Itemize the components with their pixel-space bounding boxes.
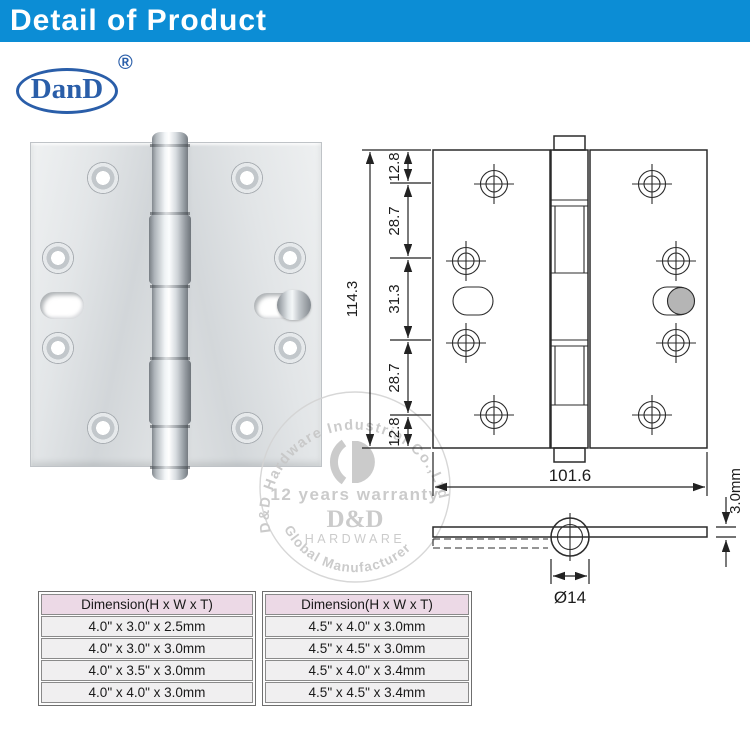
dim-overall-height: 114.3 bbox=[344, 281, 361, 317]
security-stud bbox=[277, 290, 311, 320]
hinge-knuckle bbox=[149, 359, 191, 425]
logo-text: DanD bbox=[30, 73, 104, 105]
knuckle-line bbox=[150, 285, 190, 288]
side-view: Ø14 3.0mm bbox=[432, 468, 744, 607]
hinge-product-photo bbox=[30, 132, 322, 480]
table-row: 4.5" x 4.0" x 3.0mm bbox=[265, 616, 469, 637]
table-row: 4.0" x 3.0" x 2.5mm bbox=[41, 616, 253, 637]
knuckle-line bbox=[150, 357, 190, 360]
vertical-dimensions: 12.8 28.7 31.3 28.7 12.8 114.3 bbox=[344, 149, 431, 449]
watermark-stamp: D&D Hardware Industrial Co.,Ltd Global M… bbox=[257, 391, 451, 583]
width-dimension: 101.6 bbox=[432, 452, 708, 496]
screw-hole bbox=[274, 332, 306, 364]
registered-trademark-icon: ® bbox=[118, 52, 133, 74]
logo-ellipse: DanD bbox=[16, 68, 118, 114]
knuckle-line bbox=[150, 425, 190, 428]
stamp-warranty: 12 years warranty bbox=[270, 485, 439, 504]
screw-hole bbox=[231, 162, 263, 194]
screw-hole bbox=[87, 162, 119, 194]
pin-diameter-dimension: Ø14 bbox=[550, 559, 590, 607]
knuckle-line bbox=[150, 144, 190, 147]
dim-28.7-lower: 28.7 bbox=[386, 363, 403, 392]
table-header: Dimension(H x W x T) bbox=[265, 594, 469, 615]
screw-hole bbox=[274, 242, 306, 274]
hinge-knuckle bbox=[149, 214, 191, 285]
stamp-brand: D&D bbox=[327, 506, 384, 533]
dnd-logo-icon bbox=[329, 439, 375, 485]
screw-hole bbox=[42, 242, 74, 274]
knuckle-line bbox=[150, 212, 190, 215]
brand-logo: DanD ® bbox=[16, 52, 146, 122]
banner-title: Detail of Product bbox=[10, 4, 268, 37]
stamp-brand-sub: HARDWARE bbox=[305, 532, 405, 546]
screw-hole-symbols bbox=[445, 163, 697, 436]
thickness-dimension: 3.0mm bbox=[716, 468, 744, 567]
screw-hole bbox=[231, 412, 263, 444]
table-row: 4.0" x 4.0" x 3.0mm bbox=[41, 682, 253, 703]
page-banner: Detail of Product bbox=[0, 0, 750, 42]
dashed-leaf bbox=[432, 538, 548, 549]
dim-31.3-middle: 31.3 bbox=[386, 284, 403, 313]
table-header: Dimension(H x W x T) bbox=[41, 594, 253, 615]
oval-slot-symbol bbox=[452, 286, 494, 316]
dimension-table-left: Dimension(H x W x T) 4.0" x 3.0" x 2.5mm… bbox=[38, 591, 256, 706]
front-view bbox=[432, 135, 708, 463]
table-row: 4.0" x 3.5" x 3.0mm bbox=[41, 660, 253, 681]
dim-width: 101.6 bbox=[549, 466, 592, 485]
table-row: 4.5" x 4.0" x 3.4mm bbox=[265, 660, 469, 681]
screw-hole bbox=[87, 412, 119, 444]
table-row: 4.0" x 3.0" x 3.0mm bbox=[41, 638, 253, 659]
table-row: 4.5" x 4.5" x 3.4mm bbox=[265, 682, 469, 703]
screw-hole bbox=[42, 332, 74, 364]
oval-slot bbox=[40, 292, 84, 319]
dimension-table-right: Dimension(H x W x T) 4.5" x 4.0" x 3.0mm… bbox=[262, 591, 472, 706]
dim-12.8-top: 12.8 bbox=[386, 152, 403, 181]
knuckle-line bbox=[150, 466, 190, 469]
dim-thickness: 3.0mm bbox=[727, 468, 744, 514]
dim-pin-diameter: Ø14 bbox=[554, 588, 586, 607]
table-row: 4.5" x 4.5" x 3.0mm bbox=[265, 638, 469, 659]
knuckle-lines bbox=[551, 199, 588, 406]
security-stud-symbol bbox=[666, 286, 696, 316]
dim-12.8-bottom: 12.8 bbox=[386, 417, 403, 446]
dim-28.7-upper: 28.7 bbox=[386, 206, 403, 235]
